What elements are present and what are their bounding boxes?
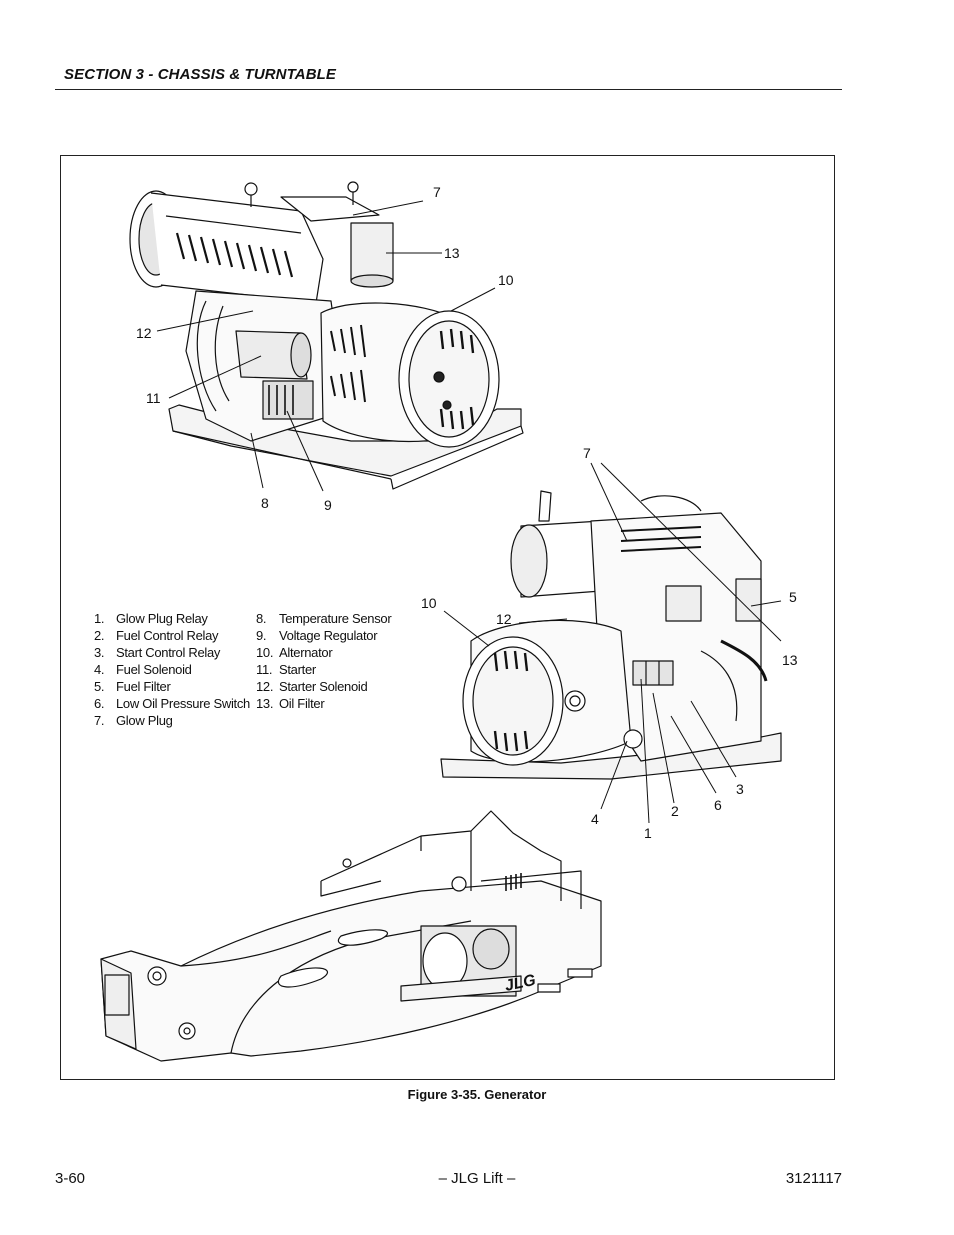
- generator-illustration: JLG: [100, 181, 782, 1062]
- callout-side-2: 2: [671, 803, 679, 819]
- legend-item: 13.Oil Filter: [256, 696, 325, 711]
- legend-right-column: 8.Temperature Sensor 9.Voltage Regulator…: [256, 610, 392, 712]
- figure-frame: JLG 7 13 10 12 11 8 9 7 5 10 12 13 3 6 2…: [60, 155, 835, 1080]
- figure-caption: Figure 3-35. Generator: [407, 1087, 547, 1102]
- legend-item: 3.Start Control Relay: [94, 645, 221, 660]
- callout-side-13: 13: [782, 652, 798, 668]
- callout-top-9: 9: [324, 497, 332, 513]
- top-generator-drawing: [129, 181, 524, 492]
- legend-item: 6.Low Oil Pressure Switch: [94, 696, 250, 711]
- callout-side-6: 6: [714, 797, 722, 813]
- document-number: 3121117: [785, 1170, 842, 1187]
- legend-item: 9.Voltage Regulator: [256, 628, 378, 643]
- legend-item: 7.Glow Plug: [94, 713, 173, 728]
- legend-item: 8.Temperature Sensor: [256, 611, 392, 626]
- legend-item: 12.Starter Solenoid: [256, 679, 368, 694]
- callout-top-11: 11: [146, 390, 161, 406]
- callout-top-8: 8: [261, 495, 269, 511]
- legend-item: 5.Fuel Filter: [94, 679, 171, 694]
- legend-item: 2.Fuel Control Relay: [94, 628, 219, 643]
- header-rule: [55, 89, 842, 90]
- legend-item: 11.Starter: [256, 662, 316, 677]
- legend-left-column: 1.Glow Plug Relay 2.Fuel Control Relay 3…: [94, 610, 250, 729]
- legend-item: 10.Alternator: [256, 645, 333, 660]
- callout-side-12: 12: [496, 611, 512, 627]
- callout-side-3: 3: [736, 781, 744, 797]
- legend-item: 4.Fuel Solenoid: [94, 662, 192, 677]
- callout-side-10: 10: [421, 595, 437, 611]
- turntable-drawing: JLG: [100, 810, 602, 1062]
- callout-side-1: 1: [644, 825, 652, 841]
- legend-item: 1.Glow Plug Relay: [94, 611, 208, 626]
- callout-side-7: 7: [583, 445, 591, 461]
- callout-side-5: 5: [789, 589, 797, 605]
- callout-side-4: 4: [591, 811, 599, 827]
- side-generator-drawing: [440, 462, 782, 824]
- footer-title: – JLG Lift –: [438, 1170, 516, 1187]
- jlg-logo: JLG: [503, 972, 537, 995]
- callout-top-12: 12: [136, 325, 152, 341]
- callout-top-13: 13: [444, 245, 460, 261]
- page-number: 3-60: [55, 1170, 86, 1187]
- callout-top-7: 7: [433, 184, 441, 200]
- callout-top-10: 10: [498, 272, 514, 288]
- section-title: SECTION 3 - CHASSIS & TURNTABLE: [64, 66, 337, 83]
